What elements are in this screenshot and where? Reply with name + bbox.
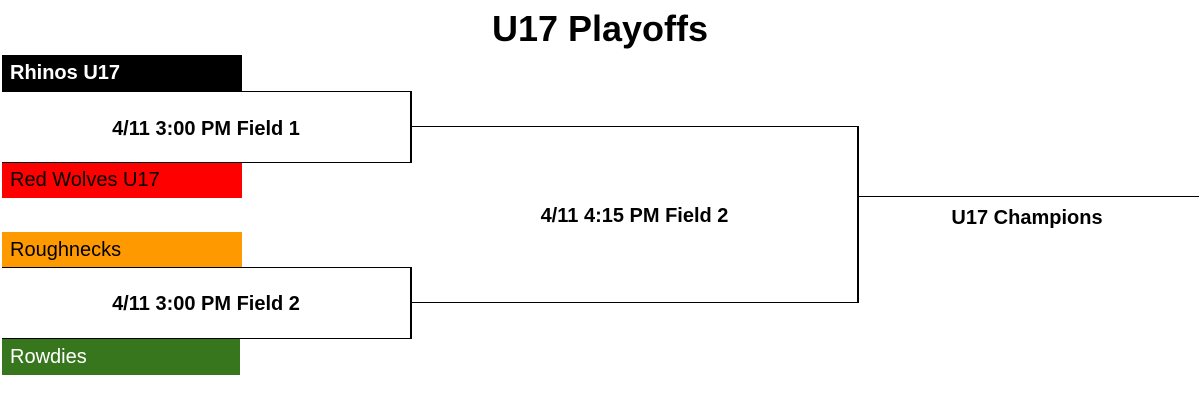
final-game-info: 4/11 4:15 PM Field 2	[540, 205, 729, 227]
team-slot-roughnecks: Roughnecks	[2, 232, 242, 268]
bracket-line	[410, 91, 412, 163]
bracket-line	[2, 267, 412, 268]
team-slot-rowdies: Rowdies	[2, 339, 240, 375]
semifinal-1-game-info: 4/11 3:00 PM Field 1	[112, 118, 300, 140]
bracket-line	[2, 338, 412, 339]
team-slot-red-wolves: Red Wolves U17	[2, 162, 242, 198]
bracket-line	[857, 126, 859, 303]
champion-line	[859, 196, 1199, 197]
page-title: U17 Playoffs	[491, 8, 709, 49]
team-slot-rhinos: Rhinos U17	[2, 55, 242, 91]
bracket-line	[410, 267, 412, 339]
semifinal-2-game-info: 4/11 3:00 PM Field 2	[112, 293, 300, 315]
bracket-line	[2, 91, 412, 92]
bracket-line	[2, 162, 412, 163]
bracket-line	[412, 126, 859, 127]
bracket-line	[412, 302, 859, 303]
champion-label: U17 Champions	[951, 207, 1103, 229]
